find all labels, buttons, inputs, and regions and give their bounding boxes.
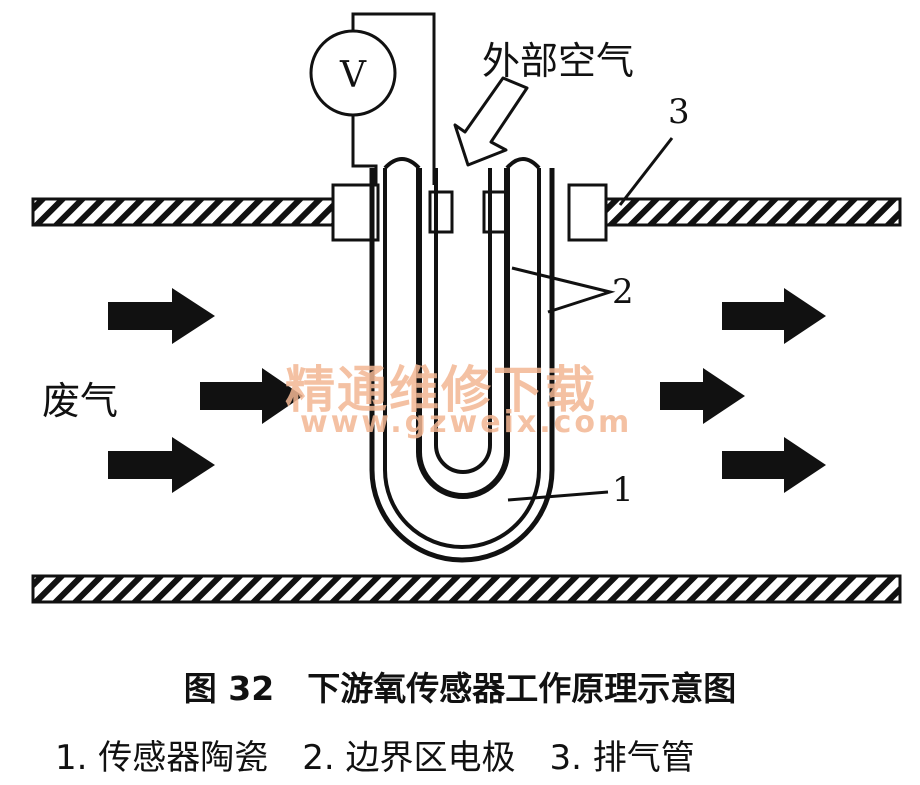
figure-caption: 图 32 下游氧传感器工作原理示意图: [183, 669, 737, 708]
pipe-wall-top-left: [31, 197, 335, 227]
mount-block-left-inner: [428, 190, 454, 234]
exhaust-flow-arrows: [108, 288, 826, 493]
flow-arrow-in-2-icon: [200, 368, 303, 424]
wire-inner-electrode: [351, 12, 436, 185]
external-air-label: 外部空气: [482, 39, 635, 83]
leader-1: [507, 490, 609, 502]
watermark-text: 精通维修下载: [285, 361, 597, 419]
flow-arrow-out-1-icon: [722, 288, 826, 344]
ceramic-outer-electrode: [369, 168, 555, 563]
leader-lines: [507, 137, 674, 502]
external-air-arrow-icon: [453, 76, 529, 167]
callout-1: 1: [612, 470, 634, 510]
mount-block-right-inner: [482, 190, 508, 234]
ceramic-inner-wall: [416, 168, 510, 499]
voltmeter-label: V: [340, 55, 366, 96]
figure-legend: 1. 传感器陶瓷 2. 边界区电极 3. 排气管: [55, 738, 695, 778]
wire-outer-electrode: [351, 115, 378, 185]
ceramic-outer-wall: [383, 168, 541, 549]
flow-arrow-out-2-icon: [660, 368, 745, 424]
leader-2: [511, 266, 616, 314]
flow-arrow-out-3-icon: [722, 437, 826, 493]
callout-2: 2: [612, 272, 634, 312]
ceramic-cap-right: [505, 157, 541, 170]
pipe-wall-top-right: [604, 197, 902, 227]
flow-arrow-in-1-icon: [108, 288, 215, 344]
voltmeter-circuit: [309, 12, 436, 185]
mount-block-right-outer: [567, 183, 608, 242]
exhaust-gas-label: 废气: [42, 379, 119, 423]
pipe-wall-bottom: [31, 574, 902, 604]
exhaust-pipe: [31, 197, 902, 604]
flow-arrow-in-3-icon: [108, 437, 215, 493]
callout-3: 3: [668, 92, 690, 132]
ceramic-inner-electrode: [434, 168, 492, 474]
watermark-url: www.gzweix.com: [300, 405, 633, 440]
ceramic-cap-left: [383, 157, 421, 170]
leader-3: [618, 137, 674, 206]
sensor-ceramic: [369, 157, 555, 563]
